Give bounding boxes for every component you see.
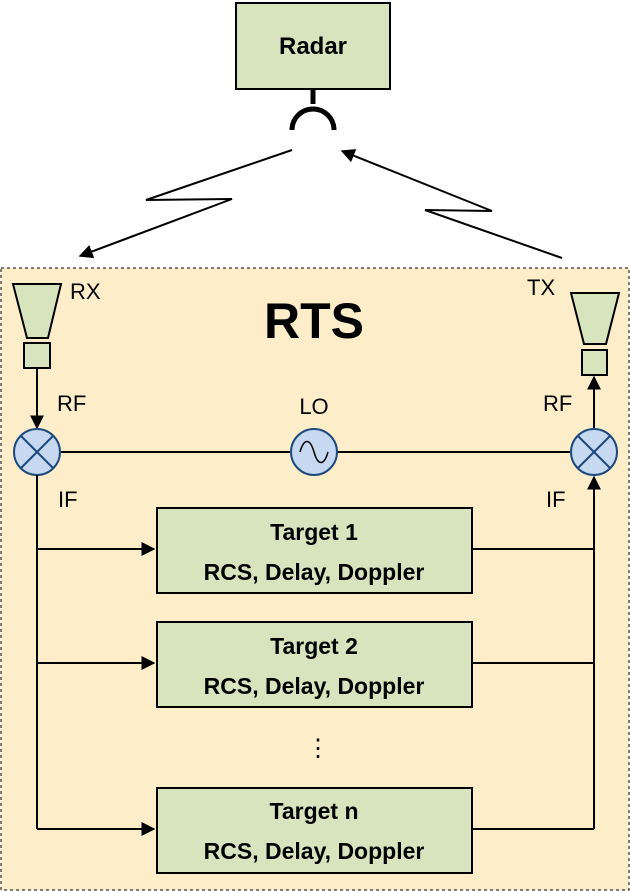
target-2-box bbox=[156, 621, 473, 708]
sine-wave-icon bbox=[299, 440, 329, 464]
rts-title: RTS bbox=[264, 293, 364, 349]
target-1-params: RCS, Delay, Doppler bbox=[204, 559, 425, 585]
rf-left-label: RF bbox=[57, 391, 86, 416]
radar-label: Radar bbox=[279, 33, 347, 60]
if-left-label: IF bbox=[58, 487, 78, 512]
target-1-name: Target 1 bbox=[270, 519, 358, 545]
lo-label: LO bbox=[299, 394, 328, 419]
rx-antenna-feed-icon bbox=[23, 342, 51, 369]
rx-horn-antenna-icon bbox=[11, 283, 63, 339]
target-1-box bbox=[156, 507, 473, 594]
target-n-box bbox=[156, 787, 473, 874]
target-2-name: Target 2 bbox=[270, 633, 358, 659]
target-2-params: RCS, Delay, Doppler bbox=[204, 673, 425, 699]
rx-mixer-icon bbox=[13, 428, 61, 476]
tx-label: TX bbox=[527, 275, 555, 300]
radar-antenna-icon bbox=[289, 89, 337, 131]
tx-wireless-link bbox=[340, 149, 563, 259]
rx-wireless-link bbox=[78, 149, 293, 259]
target-n-name: Target n bbox=[269, 798, 358, 824]
tx-horn-antenna-icon bbox=[569, 292, 621, 345]
rf-right-label: RF bbox=[543, 391, 572, 416]
tx-mixer-icon bbox=[570, 428, 618, 476]
radar-box bbox=[235, 2, 391, 90]
if-right-label: IF bbox=[546, 487, 566, 512]
tx-antenna-feed-icon bbox=[581, 349, 608, 376]
rx-label: RX bbox=[70, 279, 101, 304]
target-n-params: RCS, Delay, Doppler bbox=[204, 838, 425, 864]
more-targets-ellipsis: ⋮ bbox=[306, 735, 330, 762]
